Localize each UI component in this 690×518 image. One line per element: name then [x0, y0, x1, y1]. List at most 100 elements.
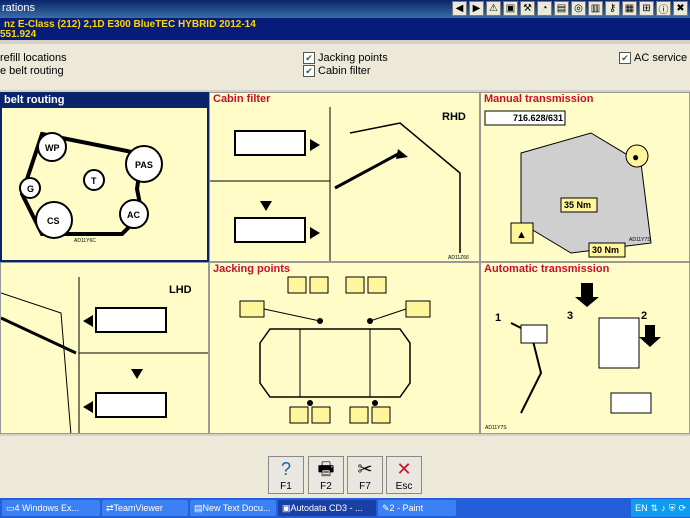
window-title: rations: [2, 2, 36, 14]
belt-label-ac: AC: [127, 210, 140, 220]
section-checkboxes: refill locations e belt routing ✔ Jackin…: [0, 44, 690, 90]
print-button-label: F2: [320, 481, 332, 492]
wheel-icon[interactable]: ◎: [571, 1, 586, 16]
task-autodata[interactable]: ▣ Autodata CD3 - ...: [278, 500, 376, 516]
folder-icon: ▭: [6, 502, 15, 513]
checkbox-refill-label: refill locations: [0, 52, 67, 64]
toolbar-icons: ◀ ▶ ⚠ ▣ ⚒ ◔ ▤ ◎ ▥ ⚷ ▦ ⊞ ⓘ ✖: [452, 1, 688, 16]
checkbox-jacking-label: Jacking points: [318, 52, 388, 64]
auto-label-3: 3: [567, 310, 573, 322]
panel-cabin-title: Cabin filter: [213, 93, 271, 105]
system-tray: EN ⇅ ♪ ⛨ ⟳: [631, 499, 690, 517]
title-bar: rations ◀ ▶ ⚠ ▣ ⚒ ◔ ▤ ◎ ▥ ⚷ ▦ ⊞ ⓘ ✖: [0, 0, 690, 18]
back-icon[interactable]: ◀: [452, 1, 467, 16]
auto-code: AD11Y7S: [485, 425, 507, 431]
checkbox-cabin-label: Cabin filter: [318, 65, 371, 77]
auto-diagram: 1 2 3 AD11Y7S: [485, 283, 661, 431]
manual-torque-2: 30 Nm: [592, 245, 619, 255]
check-icon[interactable]: ✔: [303, 52, 315, 64]
close-icon: ✕: [396, 459, 412, 479]
help-button[interactable]: ? F1: [268, 456, 304, 494]
diagram-icon[interactable]: ▦: [622, 1, 637, 16]
autodata-icon: ▣: [282, 502, 291, 513]
taskbar: ▭ 4 Windows Ex... ⇄ TeamViewer ▤ New Tex…: [0, 498, 690, 518]
panel-jacking-title: Jacking points: [213, 263, 291, 275]
task-windows-explorer[interactable]: ▭ 4 Windows Ex...: [2, 500, 100, 516]
network-icon[interactable]: ⇅: [650, 502, 659, 513]
panel-manual-transmission[interactable]: Manual transmission 716.628/631 35 Nm 30…: [480, 92, 690, 262]
info-icon[interactable]: ⓘ: [656, 1, 671, 16]
belt-label-pas: PAS: [135, 160, 153, 170]
engine-icon[interactable]: ▤: [554, 1, 569, 16]
panel-cabin-filter-lhd[interactable]: LHD: [0, 262, 209, 434]
lhd-label: LHD: [169, 284, 192, 296]
teamviewer-icon: ⇄: [106, 502, 114, 513]
scissors-icon: ✂: [357, 459, 373, 479]
checkbox-belt[interactable]: e belt routing: [0, 65, 64, 77]
manual-code: AD11Y7S: [629, 237, 651, 243]
panel-auto-title: Automatic transmission: [484, 263, 610, 275]
checkbox-ac[interactable]: ✔ AC service c: [619, 52, 690, 64]
print-button[interactable]: 🖶 F2: [308, 456, 344, 494]
notepad-icon: ▤: [194, 502, 203, 513]
checkbox-ac-label: AC service c: [634, 52, 690, 64]
panel-jacking-points[interactable]: Jacking points: [209, 262, 480, 434]
task-paint[interactable]: ✎ 2 - Paint: [378, 500, 456, 516]
panel-automatic-transmission[interactable]: Automatic transmission 1 2 3 AD11Y7S: [480, 262, 690, 434]
escape-button[interactable]: ✕ Esc: [386, 456, 422, 494]
vehicle-bar: nz E-Class (212) 2,1D E300 BlueTEC HYBRI…: [0, 18, 690, 40]
panel-manual-title: Manual transmission: [484, 93, 594, 105]
help-button-label: F1: [280, 481, 292, 492]
security-icon[interactable]: ⛨: [668, 502, 676, 513]
panel-cabin-filter[interactable]: Cabin filter RHD AD11Z66: [209, 92, 480, 262]
belt-diagram: WP PAS G T CS AC AD11Y6C: [19, 131, 163, 244]
engine-code: 551.924: [0, 29, 37, 40]
drain-icon: ▲: [516, 229, 527, 241]
manual-diagram: 716.628/631 35 Nm 30 Nm ● ▲ AD11Y7S: [484, 110, 652, 258]
lift-icon[interactable]: ⊞: [639, 1, 654, 16]
manual-torque-1: 35 Nm: [564, 200, 591, 210]
belt-label-cs: CS: [47, 216, 60, 226]
volume-icon[interactable]: ♪: [661, 503, 666, 513]
panel-belt-title: belt routing: [2, 94, 207, 108]
belt-label-t: T: [91, 176, 97, 186]
battery-icon[interactable]: ▥: [588, 1, 603, 16]
key-icon[interactable]: ⚷: [605, 1, 620, 16]
tools-button[interactable]: ✂ F7: [347, 456, 383, 494]
cabin-diagram: RHD AD11Z66: [210, 107, 469, 261]
printer-icon: 🖶: [317, 459, 335, 479]
gauge-icon[interactable]: ◔: [537, 1, 552, 16]
cabin-rhd: RHD: [442, 111, 466, 123]
language-indicator[interactable]: EN: [635, 503, 648, 513]
warning-icon[interactable]: ⚠: [486, 1, 501, 16]
checkbox-jacking[interactable]: ✔ Jacking points: [303, 52, 388, 64]
tools-icon[interactable]: ⚒: [520, 1, 535, 16]
belt-label-g: G: [27, 184, 34, 194]
exit-icon[interactable]: ✖: [673, 1, 688, 16]
tools-button-label: F7: [359, 481, 371, 492]
panel-belt-routing[interactable]: belt routing WP PAS G T CS AC AD11Y6C: [0, 92, 209, 262]
check-icon[interactable]: ✔: [303, 65, 315, 77]
lhd-diagram: LHD: [1, 277, 208, 433]
task-teamviewer[interactable]: ⇄ TeamViewer: [102, 500, 188, 516]
auto-label-2: 2: [641, 310, 647, 322]
cabin-code: AD11Z66: [448, 255, 469, 261]
task-notepad[interactable]: ▤ New Text Docu...: [190, 500, 276, 516]
manual-part-number: 716.628/631: [513, 113, 563, 123]
checkbox-belt-label: e belt routing: [0, 65, 64, 77]
checkbox-refill[interactable]: refill locations: [0, 52, 67, 64]
car-icon[interactable]: ▣: [503, 1, 518, 16]
update-icon[interactable]: ⟳: [678, 502, 686, 513]
function-bar: ? F1 🖶 F2 ✂ F7 ✕ Esc: [0, 436, 690, 498]
auto-label-1: 1: [495, 312, 501, 324]
belt-label-wp: WP: [45, 143, 60, 153]
illustration-grid: belt routing WP PAS G T CS AC AD11Y6C Ca…: [0, 92, 690, 434]
forward-icon[interactable]: ▶: [469, 1, 484, 16]
escape-button-label: Esc: [395, 481, 413, 492]
oil-drop-icon: ●: [632, 150, 639, 164]
check-icon[interactable]: ✔: [619, 52, 631, 64]
belt-code: AD11Y6C: [74, 238, 96, 244]
checkbox-cabin[interactable]: ✔ Cabin filter: [303, 65, 371, 77]
paint-icon: ✎: [382, 502, 390, 513]
help-icon: ?: [280, 459, 291, 479]
